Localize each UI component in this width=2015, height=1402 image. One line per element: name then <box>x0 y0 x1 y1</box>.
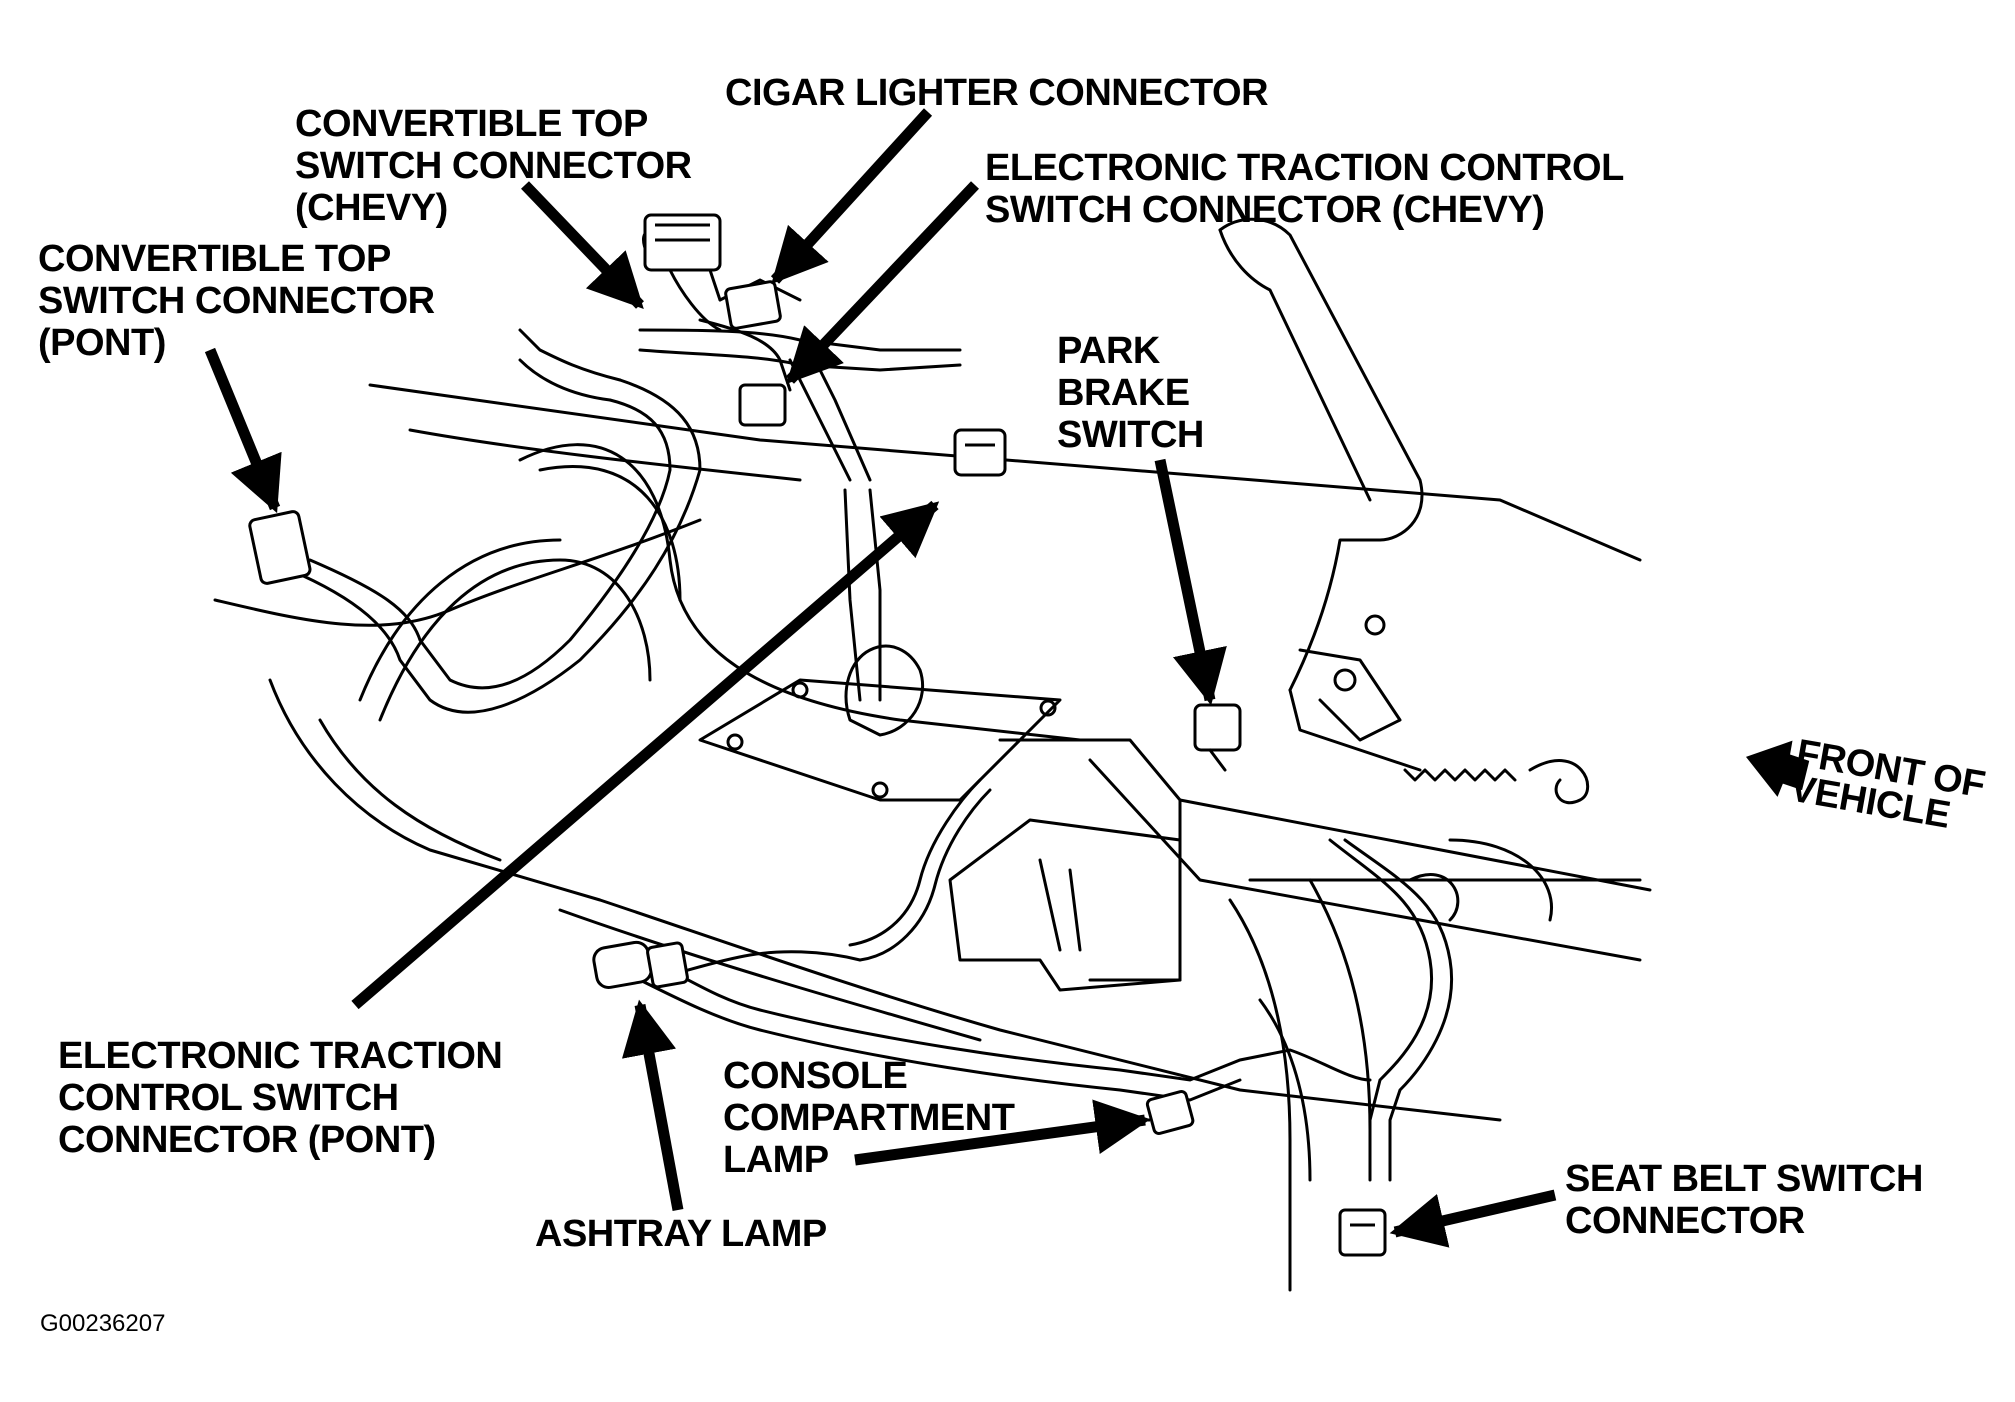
connector-cigar-lighter <box>724 280 782 330</box>
label-line: SWITCH CONNECTOR <box>38 280 435 322</box>
label-line: ELECTRONIC TRACTION <box>58 1035 503 1077</box>
arrow-console-lamp <box>854 1099 1151 1166</box>
connector-conv-top-pont <box>248 510 312 585</box>
console-body <box>213 217 1652 1292</box>
label-line: ASHTRAY LAMP <box>535 1213 827 1255</box>
label-line: PARK <box>1057 330 1160 372</box>
label-seat-belt-switch-connector: SEAT BELT SWITCH CONNECTOR <box>1565 1158 1923 1242</box>
arrow-ashtray-lamp <box>621 999 684 1212</box>
label-line: CONNECTOR (PONT) <box>58 1119 436 1161</box>
label-line: CIGAR LIGHTER CONNECTOR <box>725 72 1269 114</box>
label-line: SWITCH CONNECTOR (CHEVY) <box>985 189 1545 231</box>
front-of-vehicle-arrow <box>1745 740 1810 797</box>
label-line: BRAKE <box>1057 372 1190 414</box>
connector-conv-top-chevy <box>643 213 722 272</box>
connector-etc-pont <box>953 428 1007 477</box>
label-line: SWITCH <box>1057 414 1204 456</box>
label-etc-chevy: ELECTRONIC TRACTION CONTROL SWITCH CONNE… <box>985 147 1624 231</box>
label-line: CONSOLE <box>723 1055 908 1097</box>
label-ashtray-lamp: ASHTRAY LAMP <box>535 1213 827 1255</box>
label-line: COMPARTMENT <box>723 1097 1015 1139</box>
label-line: (PONT) <box>38 322 166 364</box>
label-line: CONTROL SWITCH <box>58 1077 399 1119</box>
label-park-brake-switch: PARK BRAKE SWITCH <box>1057 330 1204 456</box>
label-line: SEAT BELT SWITCH <box>1565 1158 1923 1200</box>
arrow-park-brake <box>1154 458 1227 706</box>
arrow-seat-belt <box>1389 1189 1557 1248</box>
connector-console-lamp <box>1130 1090 1195 1135</box>
connector-ashtray-lamp <box>592 940 689 989</box>
arrow-etc-pont <box>351 500 940 1010</box>
label-line: LAMP <box>723 1139 829 1181</box>
label-etc-pont: ELECTRONIC TRACTION CONTROL SWITCH CONNE… <box>58 1035 503 1161</box>
label-conv-top-chevy: CONVERTIBLE TOP SWITCH CONNECTOR (CHEVY) <box>295 103 692 229</box>
arrow-conv-top-pont <box>204 347 282 514</box>
arrow-conv-top-chevy <box>521 181 644 309</box>
figure-id: G00236207 <box>40 1310 166 1337</box>
label-cigar-lighter-connector: CIGAR LIGHTER CONNECTOR <box>725 72 1269 114</box>
connector-seat-belt <box>1338 1208 1387 1257</box>
arrow-etc-chevy <box>786 181 979 384</box>
connector-etc-chevy <box>738 383 787 427</box>
wiring-harness <box>288 223 1460 1182</box>
label-line: CONNECTOR <box>1565 1200 1805 1242</box>
label-line: CONVERTIBLE TOP <box>38 238 391 280</box>
label-console-compartment-lamp: CONSOLE COMPARTMENT LAMP <box>723 1055 1015 1181</box>
arrow-cigar-lighter <box>770 108 933 285</box>
label-line: CONVERTIBLE TOP <box>295 103 648 145</box>
leader-arrows <box>204 108 1557 1248</box>
label-line: (CHEVY) <box>295 187 448 229</box>
label-line: ELECTRONIC TRACTION CONTROL <box>985 147 1624 189</box>
label-conv-top-pont: CONVERTIBLE TOP SWITCH CONNECTOR (PONT) <box>38 238 435 364</box>
label-line: SWITCH CONNECTOR <box>295 145 692 187</box>
